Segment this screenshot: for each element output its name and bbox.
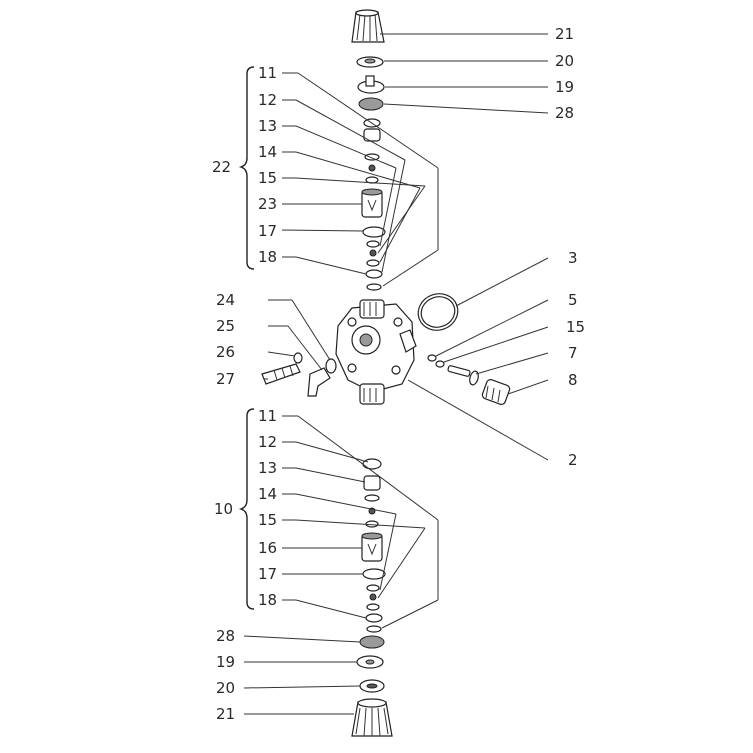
lower-valve-cap-21 <box>351 698 393 737</box>
callout-head-2: 2 <box>568 451 578 469</box>
lower-oring-13 <box>364 494 380 502</box>
callout-upper-18: 18 <box>258 248 277 266</box>
upper-ball-14 <box>368 164 376 172</box>
tube-fitting-27 <box>261 363 301 385</box>
callout-head-24: 24 <box>216 291 235 309</box>
side-stem-7 <box>447 365 479 386</box>
callout-head-26: 26 <box>216 343 235 361</box>
lower-assembly-brace <box>238 408 255 610</box>
upper-oring-13 <box>364 153 380 161</box>
callout-lower-14: 14 <box>258 485 277 503</box>
callout-upper-15: 15 <box>258 169 277 187</box>
callout-head-7: 7 <box>568 344 578 362</box>
callout-lower-12: 12 <box>258 433 277 451</box>
lower-oring-17 <box>362 568 386 580</box>
callout-lower-15: 15 <box>258 511 277 529</box>
lower-disc-19 <box>356 655 384 669</box>
callout-lower-16: 16 <box>258 539 277 557</box>
fitting-24 <box>325 358 337 374</box>
side-ring-15 <box>435 360 445 368</box>
callout-lower-17: 17 <box>258 565 277 583</box>
gasket-3 <box>417 293 459 331</box>
callout-lower-13: 13 <box>258 459 277 477</box>
pump-head-body-2 <box>335 299 417 405</box>
callout-upper-14: 14 <box>258 143 277 161</box>
callout-lower-20: 20 <box>216 679 235 697</box>
upper-washer-20 <box>356 56 384 68</box>
callout-lower-assembly: 10 <box>214 500 233 518</box>
callout-upper-21: 21 <box>555 25 574 43</box>
side-knob-8 <box>481 379 511 405</box>
callout-upper-11: 11 <box>258 64 277 82</box>
elbow-25 <box>307 367 331 397</box>
washer-26 <box>293 352 303 364</box>
callout-upper-19: 19 <box>555 78 574 96</box>
lower-cartridge-16 <box>361 532 383 562</box>
lower-screen-28 <box>359 635 385 649</box>
lower-seat-12 <box>363 475 381 491</box>
callout-head-25: 25 <box>216 317 235 335</box>
callout-lower-19: 19 <box>216 653 235 671</box>
callout-upper-17: 17 <box>258 222 277 240</box>
callout-lower-11: 11 <box>258 407 277 425</box>
upper-disc-19 <box>357 75 385 94</box>
callout-upper-23: 23 <box>258 195 277 213</box>
upper-seat-12 <box>363 128 381 142</box>
upper-oring-17 <box>362 226 386 238</box>
callout-lower-28: 28 <box>216 627 235 645</box>
leader-lines <box>243 33 549 715</box>
upper-ring-18 <box>365 269 383 291</box>
upper-valve-cap-21 <box>351 9 385 43</box>
callout-head-5: 5 <box>568 291 578 309</box>
upper-screen-28 <box>358 97 384 111</box>
lower-ring-11 <box>362 458 382 470</box>
callout-lower-18: 18 <box>258 591 277 609</box>
callout-head-3: 3 <box>568 249 578 267</box>
callout-lower-21: 21 <box>216 705 235 723</box>
callout-upper-13: 13 <box>258 117 277 135</box>
upper-cartridge-23 <box>361 188 383 218</box>
upper-small-parts <box>366 240 380 267</box>
lower-ring-18 <box>365 613 383 633</box>
callout-upper-assembly: 22 <box>212 158 231 176</box>
upper-assembly-brace <box>238 66 255 270</box>
lower-small-parts <box>366 584 380 611</box>
callout-upper-28: 28 <box>555 104 574 122</box>
lower-washer-20 <box>359 679 385 693</box>
side-small-ring-5 <box>427 354 437 362</box>
callout-head-27: 27 <box>216 370 235 388</box>
callout-head-8: 8 <box>568 371 578 389</box>
callout-upper-20: 20 <box>555 52 574 70</box>
callout-head-15: 15 <box>566 318 585 336</box>
callout-upper-12: 12 <box>258 91 277 109</box>
